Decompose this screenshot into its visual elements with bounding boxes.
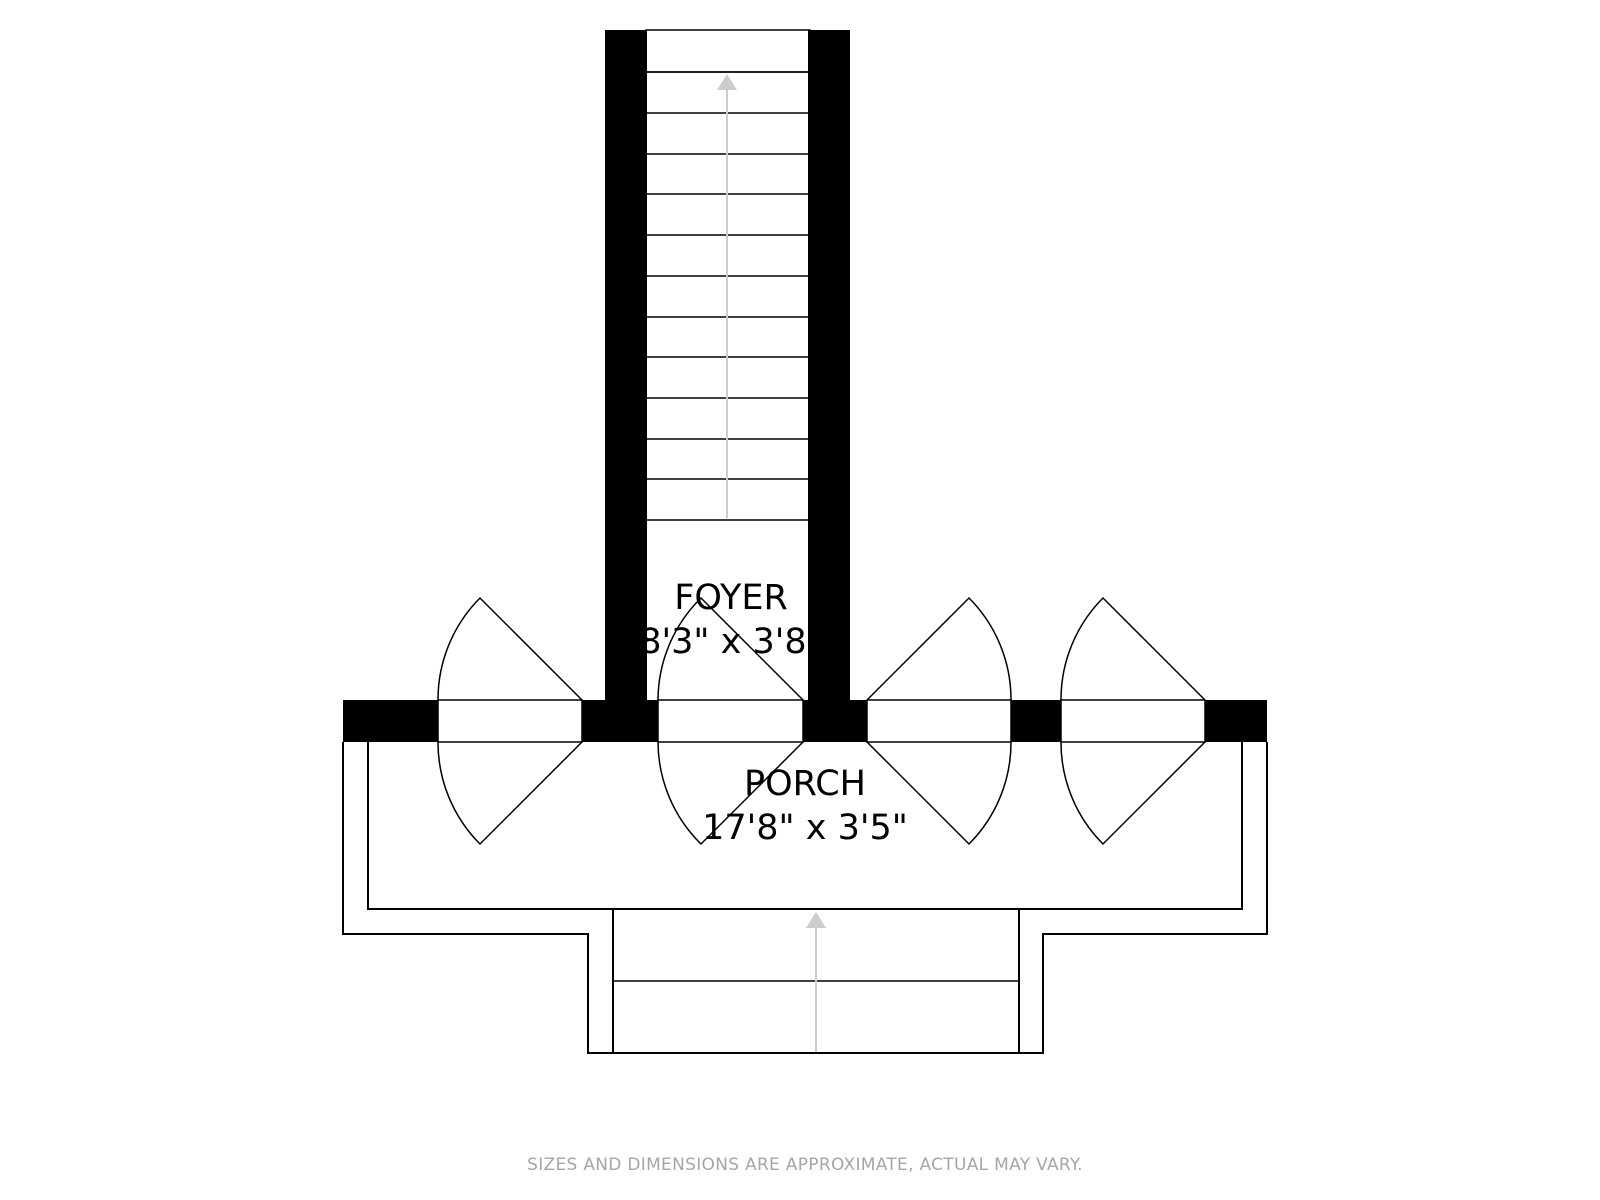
stair-up-arrow xyxy=(717,74,737,90)
porch-outer-line xyxy=(342,742,1268,1054)
main-staircase xyxy=(645,29,811,521)
entry-step-up-arrow xyxy=(806,912,826,928)
wall-segment xyxy=(582,700,658,742)
room-dimensions-porch: 17'8" x 3'5" xyxy=(702,808,908,848)
wall-segment xyxy=(1011,700,1061,742)
door-foyer-entry xyxy=(657,596,804,846)
exterior-wall xyxy=(343,700,1267,742)
door-opening xyxy=(1060,699,1206,743)
door-swings xyxy=(437,596,1206,846)
wall-segment xyxy=(1205,700,1267,742)
double-door-center-right xyxy=(866,596,1012,846)
foyer-right-wall xyxy=(808,30,850,742)
room-dimensions-foyer: 8'3" x 3'8" xyxy=(639,622,822,662)
room-name-porch: PORCH xyxy=(744,764,866,804)
double-door-right xyxy=(1060,596,1206,846)
door-openings xyxy=(437,699,1206,743)
door-opening xyxy=(437,699,583,743)
porch-inner-line xyxy=(367,742,1243,910)
disclaimer-text: SIZES AND DIMENSIONS ARE APPROXIMATE, AC… xyxy=(527,1155,1083,1175)
foyer-walls xyxy=(605,30,850,742)
wall-segment xyxy=(343,700,438,742)
door-opening xyxy=(866,699,1012,743)
entry-steps xyxy=(613,912,1019,1052)
room-name-foyer: FOYER xyxy=(674,578,788,618)
double-door-left xyxy=(437,596,583,846)
stair-top-landing xyxy=(645,29,811,73)
wall-segment xyxy=(803,700,867,742)
foyer-left-wall xyxy=(605,30,647,742)
door-opening xyxy=(657,699,804,743)
